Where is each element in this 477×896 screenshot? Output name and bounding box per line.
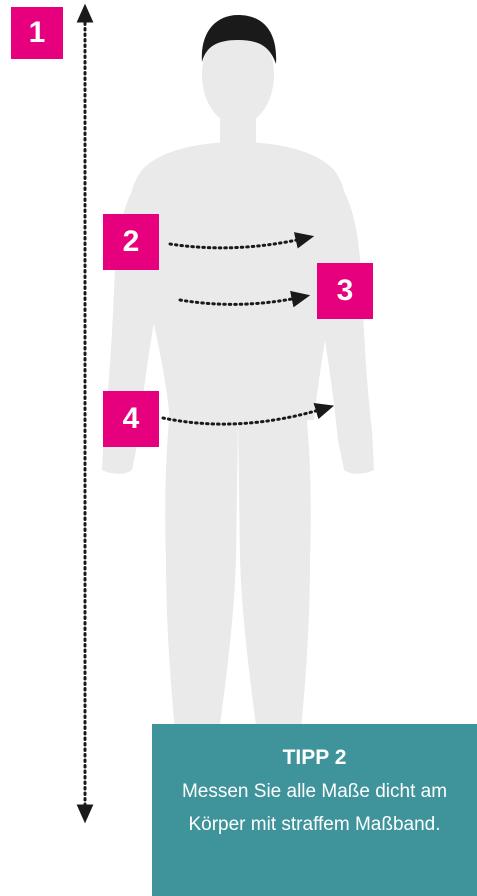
marker-4-badge: 4 — [103, 391, 159, 447]
tip-title: TIPP 2 — [152, 744, 477, 772]
marker-1-badge: 1 — [11, 7, 63, 59]
marker-3-badge: 3 — [317, 263, 373, 319]
tip-box: TIPP 2 Messen Sie alle Maße dicht am Kör… — [152, 724, 477, 896]
tip-text: Messen Sie alle Maße dicht am Körper mit… — [152, 775, 477, 841]
marker-2-badge: 2 — [103, 214, 159, 270]
